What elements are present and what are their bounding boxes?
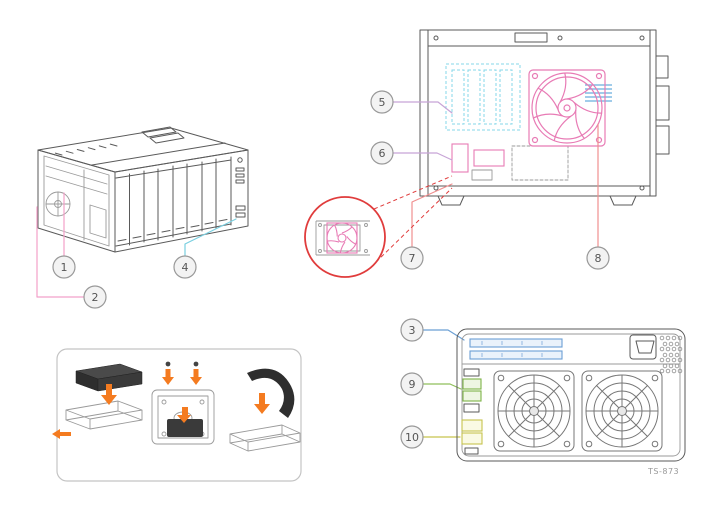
- rear-view: [456, 328, 686, 462]
- memory-slots-highlight: [445, 63, 521, 131]
- callout-8-number: 8: [595, 252, 602, 265]
- m2-slots-highlight: [451, 143, 505, 173]
- callout-5-leader: [392, 101, 453, 114]
- callout-6-number: 6: [379, 147, 386, 160]
- callout-2: 2: [83, 285, 107, 309]
- callout-5: 5: [370, 90, 394, 114]
- chassis-top-panel: [54, 126, 226, 166]
- callout-7-number: 7: [409, 252, 416, 265]
- magnifier-chassis-detail: [315, 220, 370, 256]
- rear-ports-column: [463, 368, 480, 455]
- install-arrows: [52, 369, 270, 439]
- callout-2-number: 2: [92, 291, 99, 304]
- magnifier-circle: [304, 196, 386, 278]
- tray-screws: [165, 361, 199, 367]
- psu-dashed-outline: [511, 145, 569, 181]
- callout-9-number: 9: [409, 378, 416, 391]
- callout-4-leader: [184, 218, 237, 257]
- arrow-down-icon: [182, 407, 188, 415]
- callout-4: 4: [173, 255, 197, 279]
- hdd-2-5-drive: [167, 419, 203, 437]
- usb-ports-highlight: [462, 378, 482, 402]
- model-label: TS-873: [647, 467, 679, 476]
- drive-rail-clip: [247, 368, 295, 418]
- power-inlet: [629, 334, 657, 360]
- callout-7-leader: [411, 183, 453, 248]
- callout-1: 1: [52, 255, 76, 279]
- pcie-slots-highlight: [469, 338, 563, 360]
- callout-6-leader: [392, 152, 453, 161]
- rear-fan-left: [493, 370, 575, 452]
- callout-1-number: 1: [61, 261, 68, 274]
- callout-2-leader: [36, 206, 85, 298]
- arrow-down-icon: [193, 369, 199, 377]
- chassis-left-panel-interior: [43, 155, 110, 247]
- callout-3-number: 3: [409, 324, 416, 337]
- callout-9: 9: [400, 372, 424, 396]
- callout-9-leader: [422, 383, 462, 390]
- callout-6: 6: [370, 141, 394, 165]
- arrow-down-icon: [254, 404, 270, 414]
- callout-10-number: 10: [405, 431, 419, 444]
- arrow-down-icon: [259, 393, 265, 404]
- cpu-fan-highlight: [528, 69, 606, 147]
- arrow-down-icon: [190, 377, 202, 385]
- arrow-left-icon: [60, 432, 71, 436]
- arrow-down-icon: [165, 369, 171, 377]
- callout-5-number: 5: [379, 96, 386, 109]
- vent-honeycomb-icon: [659, 335, 683, 374]
- magnifier-link-lines: [373, 175, 453, 263]
- rear-fan-right: [581, 370, 663, 452]
- arrow-down-icon: [106, 384, 112, 395]
- magnifier-fan-detail: [326, 222, 358, 254]
- callout-7: 7: [400, 246, 424, 270]
- callout-3-leader: [422, 329, 465, 341]
- arrow-down-icon: [162, 377, 174, 385]
- callout-3: 3: [400, 318, 424, 342]
- callout-8: 8: [586, 246, 610, 270]
- arrow-down-icon: [177, 415, 191, 423]
- internal-fan-icon: [45, 191, 71, 217]
- chassis-control-panel: [235, 157, 246, 218]
- fan-detail-magnifier: [304, 175, 453, 278]
- lan-ports-highlight: [461, 419, 483, 445]
- drive-tray-iso-left: [65, 400, 143, 430]
- arrow-left-icon: [52, 429, 60, 439]
- drive-install-panel: [52, 348, 302, 482]
- side-internal-view: [419, 29, 670, 206]
- arrow-down-icon: [101, 395, 117, 405]
- drive-tray-iso-right: [229, 424, 301, 452]
- tray-top-view: [151, 389, 215, 445]
- chassis-front-isometric: [37, 126, 249, 253]
- callout-10: 10: [400, 425, 424, 449]
- chassis-drive-bays: [115, 156, 232, 247]
- callout-4-number: 4: [182, 261, 189, 274]
